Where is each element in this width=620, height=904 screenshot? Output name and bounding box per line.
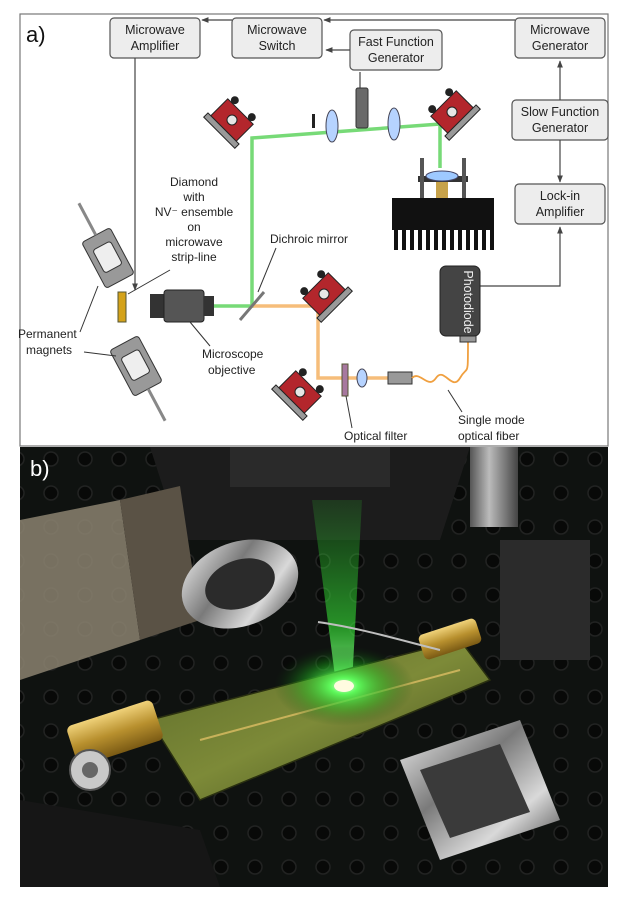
fast-function-generator-line2: Generator: [368, 51, 424, 65]
green-beam: [150, 122, 442, 308]
photodiode-label: Photodiode: [461, 270, 475, 333]
detection-path: [341, 331, 477, 397]
mirror-mounts: [203, 88, 481, 421]
lock-in-amplifier-line2: Amplifier: [536, 205, 585, 219]
optical-filter: [341, 363, 349, 397]
photodiode-box: Photodiode: [439, 265, 481, 337]
optical-filter-label: Optical filter: [344, 429, 407, 443]
diamond-leader: [127, 269, 171, 295]
microwave-switch-line2: Switch: [259, 39, 296, 53]
panel-a-frame: [19, 13, 609, 447]
permanent-magnets-label-1: Permanent: [18, 327, 77, 341]
laser-heatsink: [392, 158, 494, 250]
panel-a: a) Microwave Amplifier Microwave Switch …: [18, 13, 609, 447]
microwave-generator-box: Microwave Generator: [514, 17, 606, 59]
microwave-amplifier-line1: Microwave: [125, 23, 185, 37]
diamond-label-5: microwave: [165, 235, 223, 249]
fast-function-generator-line1: Fast Function: [358, 35, 434, 49]
diagram-labels: Diamond with NV⁻ ensemble on microwave s…: [18, 175, 525, 443]
dichroic-mirror: [238, 291, 266, 321]
dichroic-mirror-label: Dichroic mirror: [270, 232, 348, 246]
diamond-label-6: strip-line: [171, 250, 217, 264]
diamond-label-1: Diamond: [170, 175, 218, 189]
slow-function-generator-line2: Generator: [532, 121, 588, 135]
microwave-generator-line2: Generator: [532, 39, 588, 53]
microwave-switch-line1: Microwave: [247, 23, 307, 37]
microscope-objective-label-2: objective: [208, 363, 256, 377]
permanent-magnets-label-2: magnets: [26, 343, 72, 357]
microscope-objective: [150, 289, 214, 323]
diamond-label-3: NV⁻ ensemble: [155, 205, 234, 219]
lenses: [312, 87, 401, 143]
panel-b-label: b): [30, 456, 50, 481]
microwave-generator-line1: Microwave: [530, 23, 590, 37]
panel-a-label: a): [26, 22, 46, 47]
fast-function-generator-box: Fast Function Generator: [349, 29, 443, 71]
microwave-amplifier-box: Microwave Amplifier: [109, 17, 201, 59]
single-mode-fiber: [411, 339, 469, 384]
lock-in-amplifier-box: Lock-in Amplifier: [514, 183, 606, 225]
slow-function-generator-line1: Slow Function: [521, 105, 600, 119]
lock-in-amplifier-line1: Lock-in: [540, 189, 580, 203]
panel-b-photo: b): [20, 447, 608, 887]
microscope-objective-label-1: Microscope: [202, 347, 264, 361]
single-mode-fiber-label-2: optical fiber: [458, 429, 519, 443]
microwave-amplifier-line2: Amplifier: [131, 39, 180, 53]
permanent-magnets: [77, 202, 167, 422]
diamond-label-2: with: [182, 190, 204, 204]
signal-wires: [132, 17, 563, 291]
diamond-label-4: on: [187, 220, 200, 234]
slow-function-generator-box: Slow Function Generator: [511, 99, 609, 141]
diamond-stripline: [117, 291, 127, 323]
single-mode-fiber-label-1: Single mode: [458, 413, 525, 427]
microwave-switch-box: Microwave Switch: [231, 17, 323, 59]
